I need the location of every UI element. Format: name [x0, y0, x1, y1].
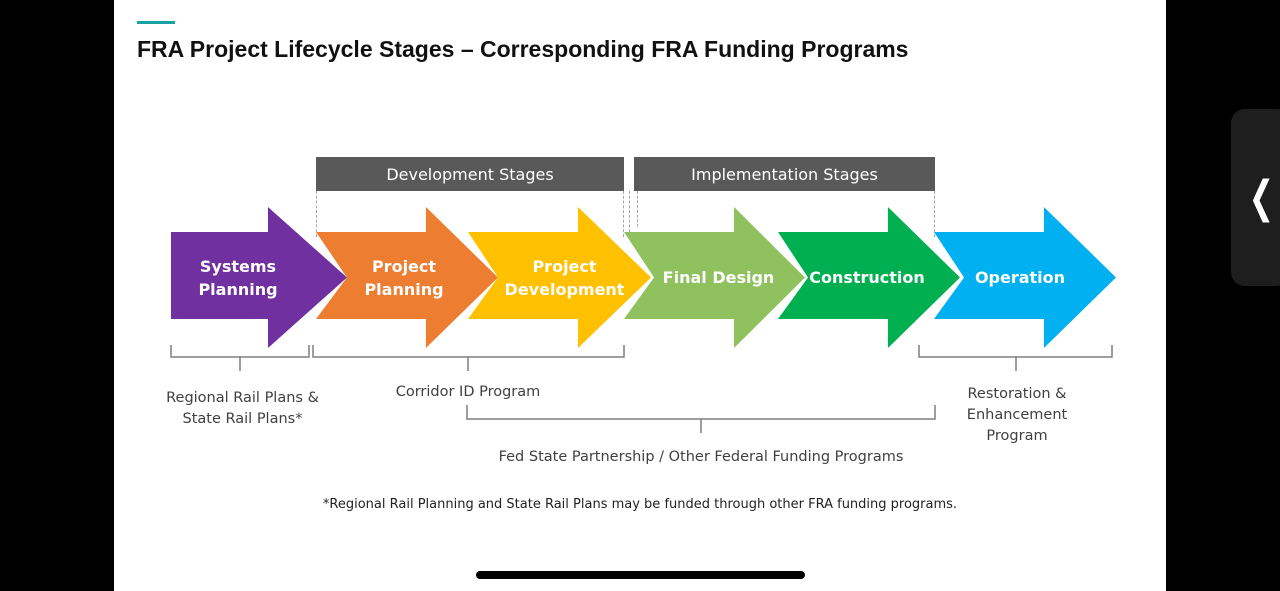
page-title: FRA Project Lifecycle Stages – Correspon… — [137, 36, 909, 62]
stage-label: Final Design — [662, 268, 775, 287]
stage-label: Project Planning — [364, 256, 444, 299]
chevron-left-icon: ❮ — [1248, 171, 1275, 223]
funding-restoration-enhancement: Restoration & Enhancement Program — [966, 386, 1068, 444]
impl-left-connector-inner — [637, 191, 638, 227]
brace-regional-rail — [170, 345, 310, 371]
dev-right-connector — [623, 191, 624, 237]
stage-label: Project Development — [504, 256, 625, 299]
funding-fed-state-partnership: Fed State Partnership / Other Federal Fu… — [498, 449, 904, 465]
brace-restoration — [918, 345, 1113, 371]
development-stages-bar: Development Stages — [316, 157, 624, 191]
stage-label: Operation — [974, 268, 1066, 287]
brace-fed-state-partnership — [466, 405, 936, 433]
stage-label: Systems Planning — [198, 256, 278, 299]
footnote: *Regional Rail Planning and State Rail P… — [322, 497, 958, 512]
stage-label: Construction — [809, 268, 925, 287]
impl-left-connector-outer — [629, 191, 630, 237]
dev-left-connector — [316, 191, 317, 237]
side-panel-tab[interactable]: ❮ — [1231, 109, 1280, 286]
impl-right-connector — [934, 191, 935, 237]
home-indicator[interactable] — [476, 571, 805, 579]
funding-corridor-id: Corridor ID Program — [395, 384, 541, 400]
funding-regional-rail-plans: Regional Rail Plans & State Rail Plans* — [166, 390, 319, 427]
title-accent-line — [137, 21, 175, 24]
brace-corridor-id — [312, 345, 625, 371]
implementation-stages-bar: Implementation Stages — [634, 157, 935, 191]
